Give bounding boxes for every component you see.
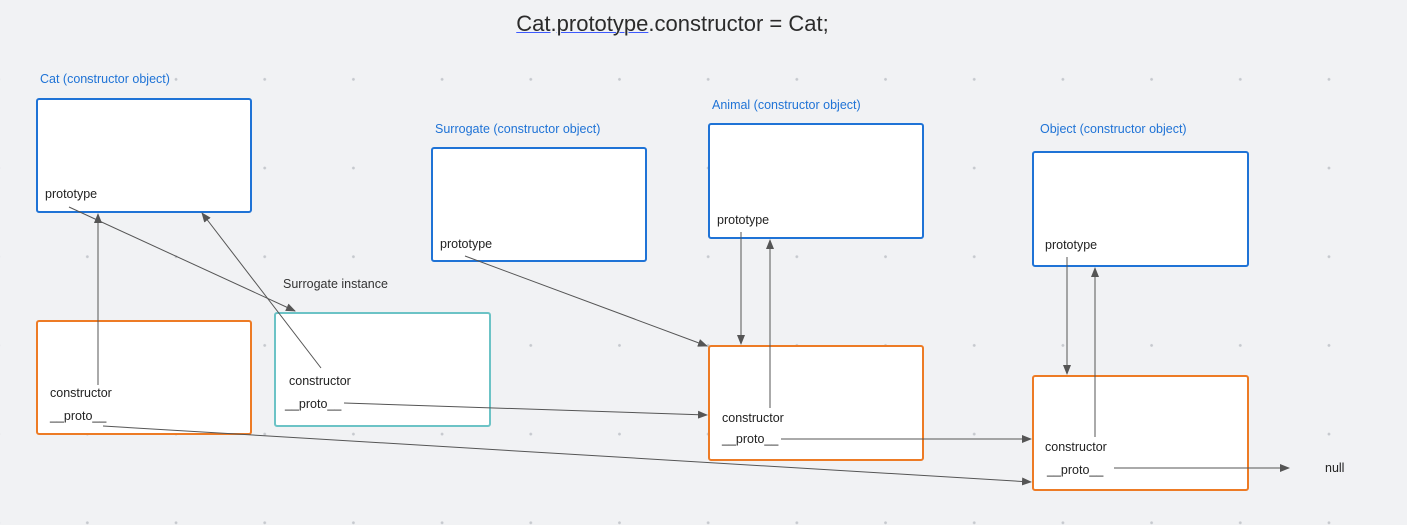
arrow-cat-proto-to-object-prototype — [102, 425, 1032, 486]
animal-constructor-box[interactable]: prototype — [708, 123, 924, 239]
cat-constructor-label: Cat (constructor object) — [40, 72, 170, 86]
surrogate-constructor-box[interactable]: prototype — [431, 147, 647, 262]
object-constructor-box[interactable]: prototype — [1032, 151, 1249, 267]
cat-prototype-field: prototype — [45, 187, 98, 201]
arrow-surrogate-proto-to-animal-prototype — [343, 402, 708, 419]
title-part-dot: . — [550, 11, 557, 36]
title-part-rest: .constructor = Cat; — [648, 11, 829, 36]
arrow-surrogate-prototype-to-animal-prototype — [464, 255, 708, 347]
title-part-prototype: prototype — [556, 11, 649, 36]
object-proto-field: __proto__ — [1047, 463, 1104, 477]
surrogate-instance-box[interactable]: constructor __proto__ — [274, 312, 491, 427]
page-title: Cat.prototype.constructor = Cat; — [0, 11, 1345, 37]
object-prototype-field: prototype — [1045, 238, 1098, 252]
title-part-cat: Cat — [516, 11, 551, 36]
object-constructor-label: Object (constructor object) — [1040, 122, 1187, 136]
cat-proto-field: __proto__ — [50, 409, 107, 423]
object-constructor-field: constructor — [1045, 440, 1107, 454]
surrogate-prototype-field: prototype — [440, 237, 493, 251]
surrogate-constructor-label: Surrogate (constructor object) — [435, 122, 601, 136]
animal-proto-field: __proto__ — [722, 432, 779, 446]
surrogate-proto-field: __proto__ — [285, 397, 342, 411]
arrow-surrogate-constructor-to-cat — [201, 212, 322, 369]
animal-prototype-field: prototype — [717, 213, 770, 227]
surrogate-instance-label: Surrogate instance — [283, 277, 388, 291]
cat-prototype-box[interactable]: constructor __proto__ — [36, 320, 252, 435]
object-prototype-box[interactable]: constructor __proto__ — [1032, 375, 1249, 491]
cat-constructor-field: constructor — [50, 386, 112, 400]
animal-constructor-label: Animal (constructor object) — [712, 98, 861, 112]
cat-constructor-box[interactable]: prototype — [36, 98, 252, 213]
animal-constructor-field: constructor — [722, 411, 784, 425]
surrogate-constructor-field: constructor — [289, 374, 351, 388]
animal-prototype-box[interactable]: constructor __proto__ — [708, 345, 924, 461]
arrow-cat-prototype-to-surrogate-instance — [68, 206, 296, 312]
null-label: null — [1325, 461, 1345, 475]
